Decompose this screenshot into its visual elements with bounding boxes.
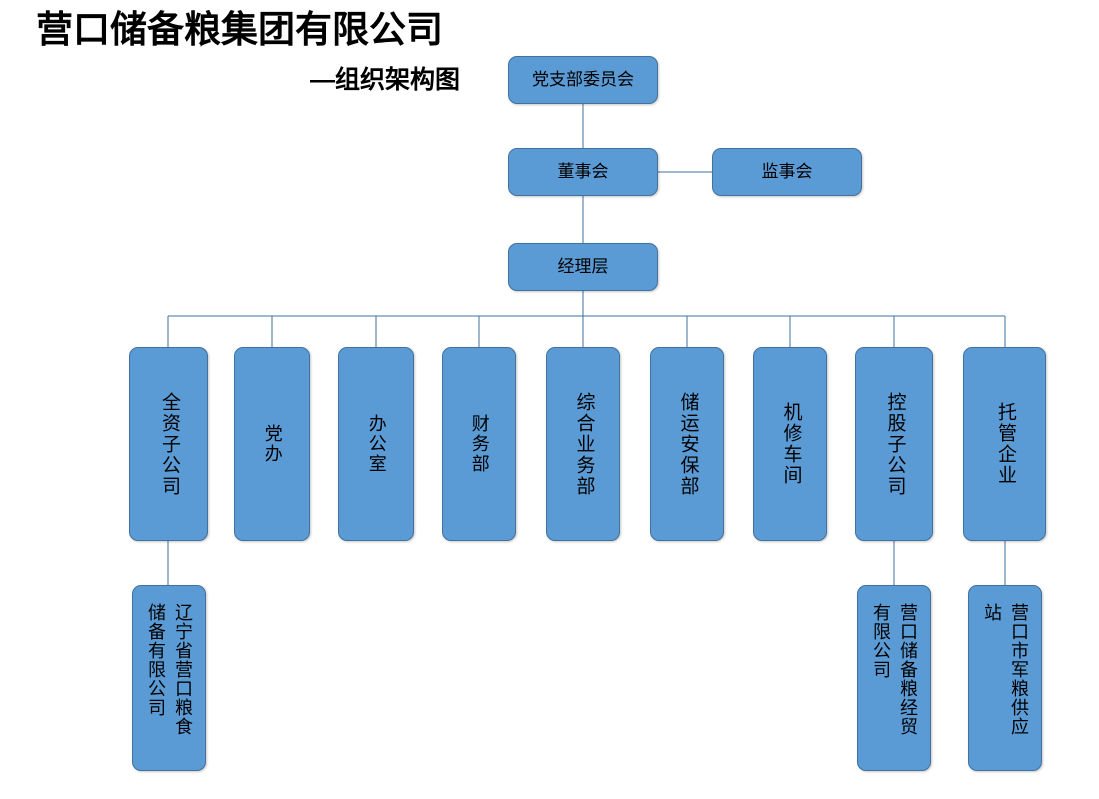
node-label: 全资子公司 xyxy=(158,391,180,497)
node-label: 党办 xyxy=(262,424,283,464)
node-label: 托管企业 xyxy=(994,402,1016,486)
node-yingkou-grain-reserve-trading-co[interactable]: 营口储备粮经贸有限公司 xyxy=(857,585,931,771)
node-finance-department[interactable]: 财务部 xyxy=(442,347,516,541)
node-machinery-repair-workshop[interactable]: 机修车间 xyxy=(753,347,827,541)
node-label: 机修车间 xyxy=(780,402,802,486)
node-holding-subsidiary[interactable]: 控股子公司 xyxy=(855,347,933,541)
node-comprehensive-business-department[interactable]: 综合业务部 xyxy=(546,347,620,541)
node-wholly-owned-subsidiary[interactable]: 全资子公司 xyxy=(129,347,208,541)
node-party-office[interactable]: 党办 xyxy=(234,347,310,541)
node-label: 办公室 xyxy=(366,414,387,474)
node-label: 储运安保部 xyxy=(677,391,699,497)
node-label: 董事会 xyxy=(557,161,609,181)
page-subtitle: —组织架构图 xyxy=(310,66,461,94)
node-storage-transport-security-department[interactable]: 储运安保部 xyxy=(650,347,724,541)
node-label: 监事会 xyxy=(761,161,813,181)
node-board-of-supervisors[interactable]: 监事会 xyxy=(712,148,862,196)
node-label: 辽宁省营口粮食储备有限公司 xyxy=(146,603,193,736)
node-management[interactable]: 经理层 xyxy=(508,243,658,291)
node-party-branch[interactable]: 党支部委员会 xyxy=(508,56,658,104)
page-title: 营口储备粮集团有限公司 xyxy=(36,9,443,50)
node-label: 财务部 xyxy=(469,414,490,474)
node-general-office[interactable]: 办公室 xyxy=(338,347,414,541)
node-label: 经理层 xyxy=(557,256,609,276)
node-label: 控股子公司 xyxy=(884,391,906,497)
node-label: 党支部委员会 xyxy=(532,69,634,89)
node-yingkou-military-grain-supply-station[interactable]: 营口市军粮供应站 xyxy=(968,585,1042,771)
node-label: 营口储备粮经贸有限公司 xyxy=(871,603,918,736)
node-label: 综合业务部 xyxy=(573,391,595,497)
node-board-of-directors[interactable]: 董事会 xyxy=(508,148,658,196)
node-entrusted-enterprise[interactable]: 托管企业 xyxy=(963,347,1046,541)
node-label: 营口市军粮供应站 xyxy=(982,603,1029,736)
node-liaoning-yingkou-grain-reserve-co[interactable]: 辽宁省营口粮食储备有限公司 xyxy=(132,585,206,771)
